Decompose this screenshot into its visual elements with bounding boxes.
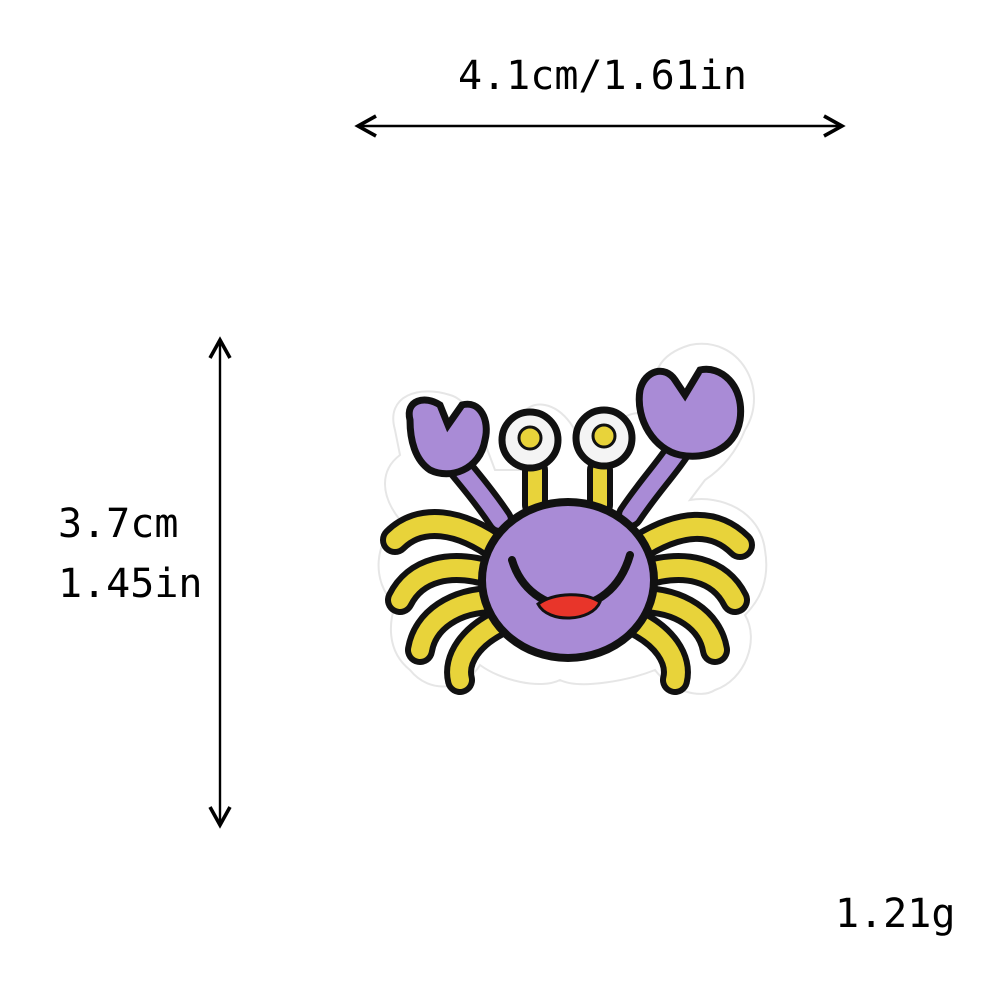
weight-label: 1.21g (835, 891, 956, 937)
height-measurement-label-in: 1.45in (58, 561, 203, 607)
height-measurement-label-cm: 3.7cm (58, 501, 179, 547)
width-measurement-label: 4.1cm/1.61in (458, 53, 747, 99)
